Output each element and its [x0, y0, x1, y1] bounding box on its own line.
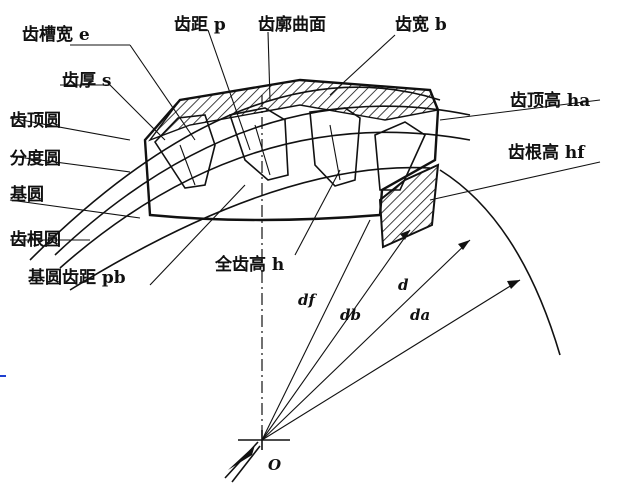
center-arrow	[228, 445, 255, 470]
center-mark	[224, 430, 290, 483]
gear-body-outline	[143, 78, 440, 222]
outer-rim-arc	[439, 169, 561, 356]
radius-db-line	[261, 229, 411, 441]
tooth-1	[153, 114, 216, 189]
radius-d-line	[261, 239, 471, 441]
tooth-4	[374, 121, 427, 191]
end-section-hatch	[378, 163, 440, 249]
label-db: db	[340, 306, 361, 324]
label-df: df	[298, 291, 317, 309]
dedendum-circle-arc	[69, 166, 431, 291]
label-base-pitch: 基圆齿距 pb	[27, 267, 126, 288]
arrow-d	[458, 240, 470, 250]
arrow-da	[507, 280, 520, 289]
label-addendum-circle: 齿顶圆	[10, 110, 61, 131]
tooth-2	[228, 107, 289, 181]
label-center-o: O	[268, 456, 281, 474]
radius-lines	[261, 219, 521, 441]
label-da: da	[410, 306, 430, 324]
label-face-width: 齿宽 b	[395, 14, 447, 35]
label-pitch: 齿距 p	[174, 14, 226, 35]
label-tooth-surface: 齿廓曲面	[258, 14, 326, 35]
label-whole-depth: 全齿高 h	[214, 254, 284, 275]
label-addendum: 齿顶高 ha	[510, 90, 590, 111]
label-dedendum-circle: 齿根圆	[10, 229, 61, 250]
tooth-3	[309, 107, 361, 187]
arrow-db	[400, 230, 410, 240]
teeth	[153, 107, 427, 191]
base-circle-arc	[59, 131, 471, 269]
label-base-circle: 基圆	[9, 184, 44, 205]
top-face-hatch	[148, 79, 439, 142]
label-space-width: 齿槽宽 e	[22, 24, 90, 45]
label-d: d	[398, 276, 409, 294]
tooth-lines	[179, 124, 341, 186]
label-tooth-thickness: 齿厚 s	[62, 70, 112, 91]
leader-lines	[9, 29, 601, 286]
label-pitch-circle: 分度圆	[10, 148, 61, 169]
label-dedendum: 齿根高 hf	[508, 142, 586, 163]
radius-df-line	[261, 219, 371, 441]
radius-da-line	[261, 279, 521, 441]
